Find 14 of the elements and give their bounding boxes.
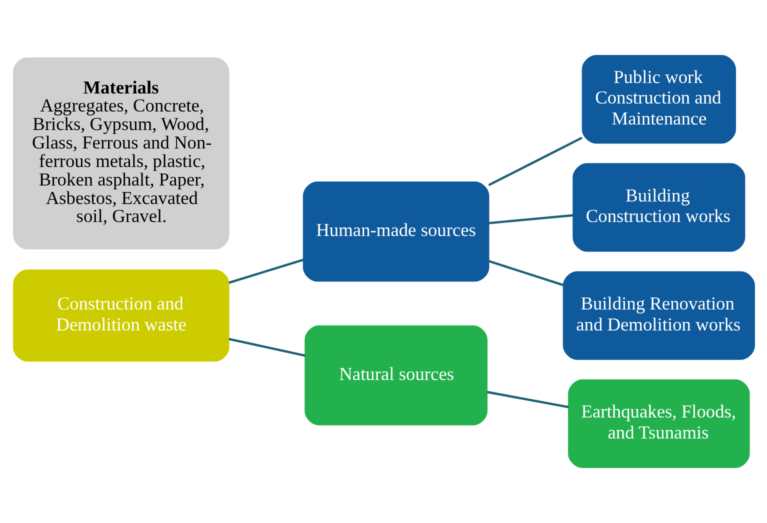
node-box: Public work Construction and Maintenance (581, 55, 736, 144)
node-box: Building Renovation and Demolition works (562, 271, 754, 360)
node-box: Human-made sources (302, 182, 489, 282)
connector (488, 136, 582, 186)
connector (228, 338, 305, 357)
node-box: Building Construction works (572, 163, 745, 252)
node-box: Construction and Demolition waste (12, 270, 229, 362)
node-box: Earthquakes, Floods, and Tsunamis (568, 379, 750, 468)
connector (486, 390, 568, 408)
node-box: Natural sources (304, 325, 488, 426)
connector (488, 214, 573, 224)
connector (228, 258, 304, 284)
connector (488, 260, 564, 286)
node-box: Materials Aggregates, Concrete, Bricks, Gypsum, Wood, Glass, Ferrous and Non-ferrous metals, plastic, Broken asphalt, Paper, Asbestos, Excavated soil, Gravel. (12, 57, 229, 250)
